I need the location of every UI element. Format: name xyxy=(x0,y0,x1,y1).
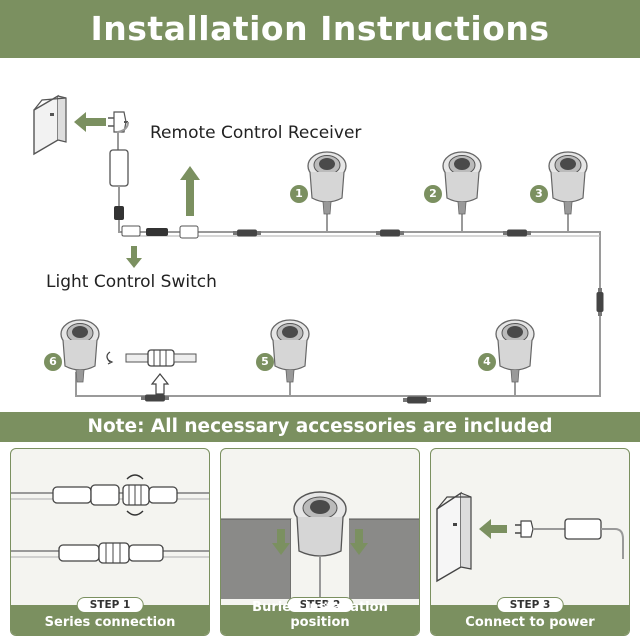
light-number-4: 4 xyxy=(478,353,496,371)
step-3-panel: STEP 3 Connect to power xyxy=(430,448,630,636)
light-number-3: 3 xyxy=(530,185,548,203)
step-1-badge: STEP 1 xyxy=(76,597,144,613)
step-2-panel: STEP 2 Buried installation position xyxy=(220,448,420,636)
remote-receiver-label: Remote Control Receiver xyxy=(150,123,362,143)
connector-detail xyxy=(106,349,197,367)
light-fixture-3 xyxy=(548,151,588,232)
plug-icon xyxy=(108,111,128,133)
light-number-6: 6 xyxy=(44,353,62,371)
step-1-caption: Series connection xyxy=(44,615,176,630)
series-connection-illustration xyxy=(11,474,209,564)
light-number-2: 2 xyxy=(424,185,442,203)
light-number-1: 1 xyxy=(290,185,308,203)
arrow-up-icon xyxy=(180,166,200,216)
power-adapter xyxy=(109,149,129,187)
light-fixture-4 xyxy=(495,319,535,396)
step-3-badge: STEP 3 xyxy=(496,597,564,613)
switch-label: Light Control Switch xyxy=(46,272,217,292)
buried-installation-illustration xyxy=(221,491,419,599)
wiring-diagram xyxy=(33,94,604,404)
arrow-down-left-icon xyxy=(272,529,290,555)
light-fixture-6 xyxy=(60,319,100,383)
step-3-caption: Connect to power xyxy=(465,615,595,630)
step-2-badge: STEP 2 xyxy=(286,597,354,613)
light-fixture-1 xyxy=(307,151,347,232)
step-2-caption: Buried installation position xyxy=(252,600,388,630)
arrow-down-right-icon xyxy=(350,529,368,555)
page-title: Installation Instructions xyxy=(0,0,640,58)
arrow-left-small-icon xyxy=(479,519,507,539)
connect-power-illustration xyxy=(436,491,624,583)
arrow-down-icon xyxy=(126,246,142,268)
light-fixture-5 xyxy=(270,319,310,396)
arrow-left-icon xyxy=(74,112,106,132)
light-fixture-2 xyxy=(442,151,482,232)
light-number-5: 5 xyxy=(256,353,274,371)
power-outlet-icon xyxy=(33,94,67,156)
step-1-panel: STEP 1 Series connection xyxy=(10,448,210,636)
arrow-up-small-icon xyxy=(150,373,170,395)
note-banner: Note: All necessary accessories are incl… xyxy=(0,412,640,442)
